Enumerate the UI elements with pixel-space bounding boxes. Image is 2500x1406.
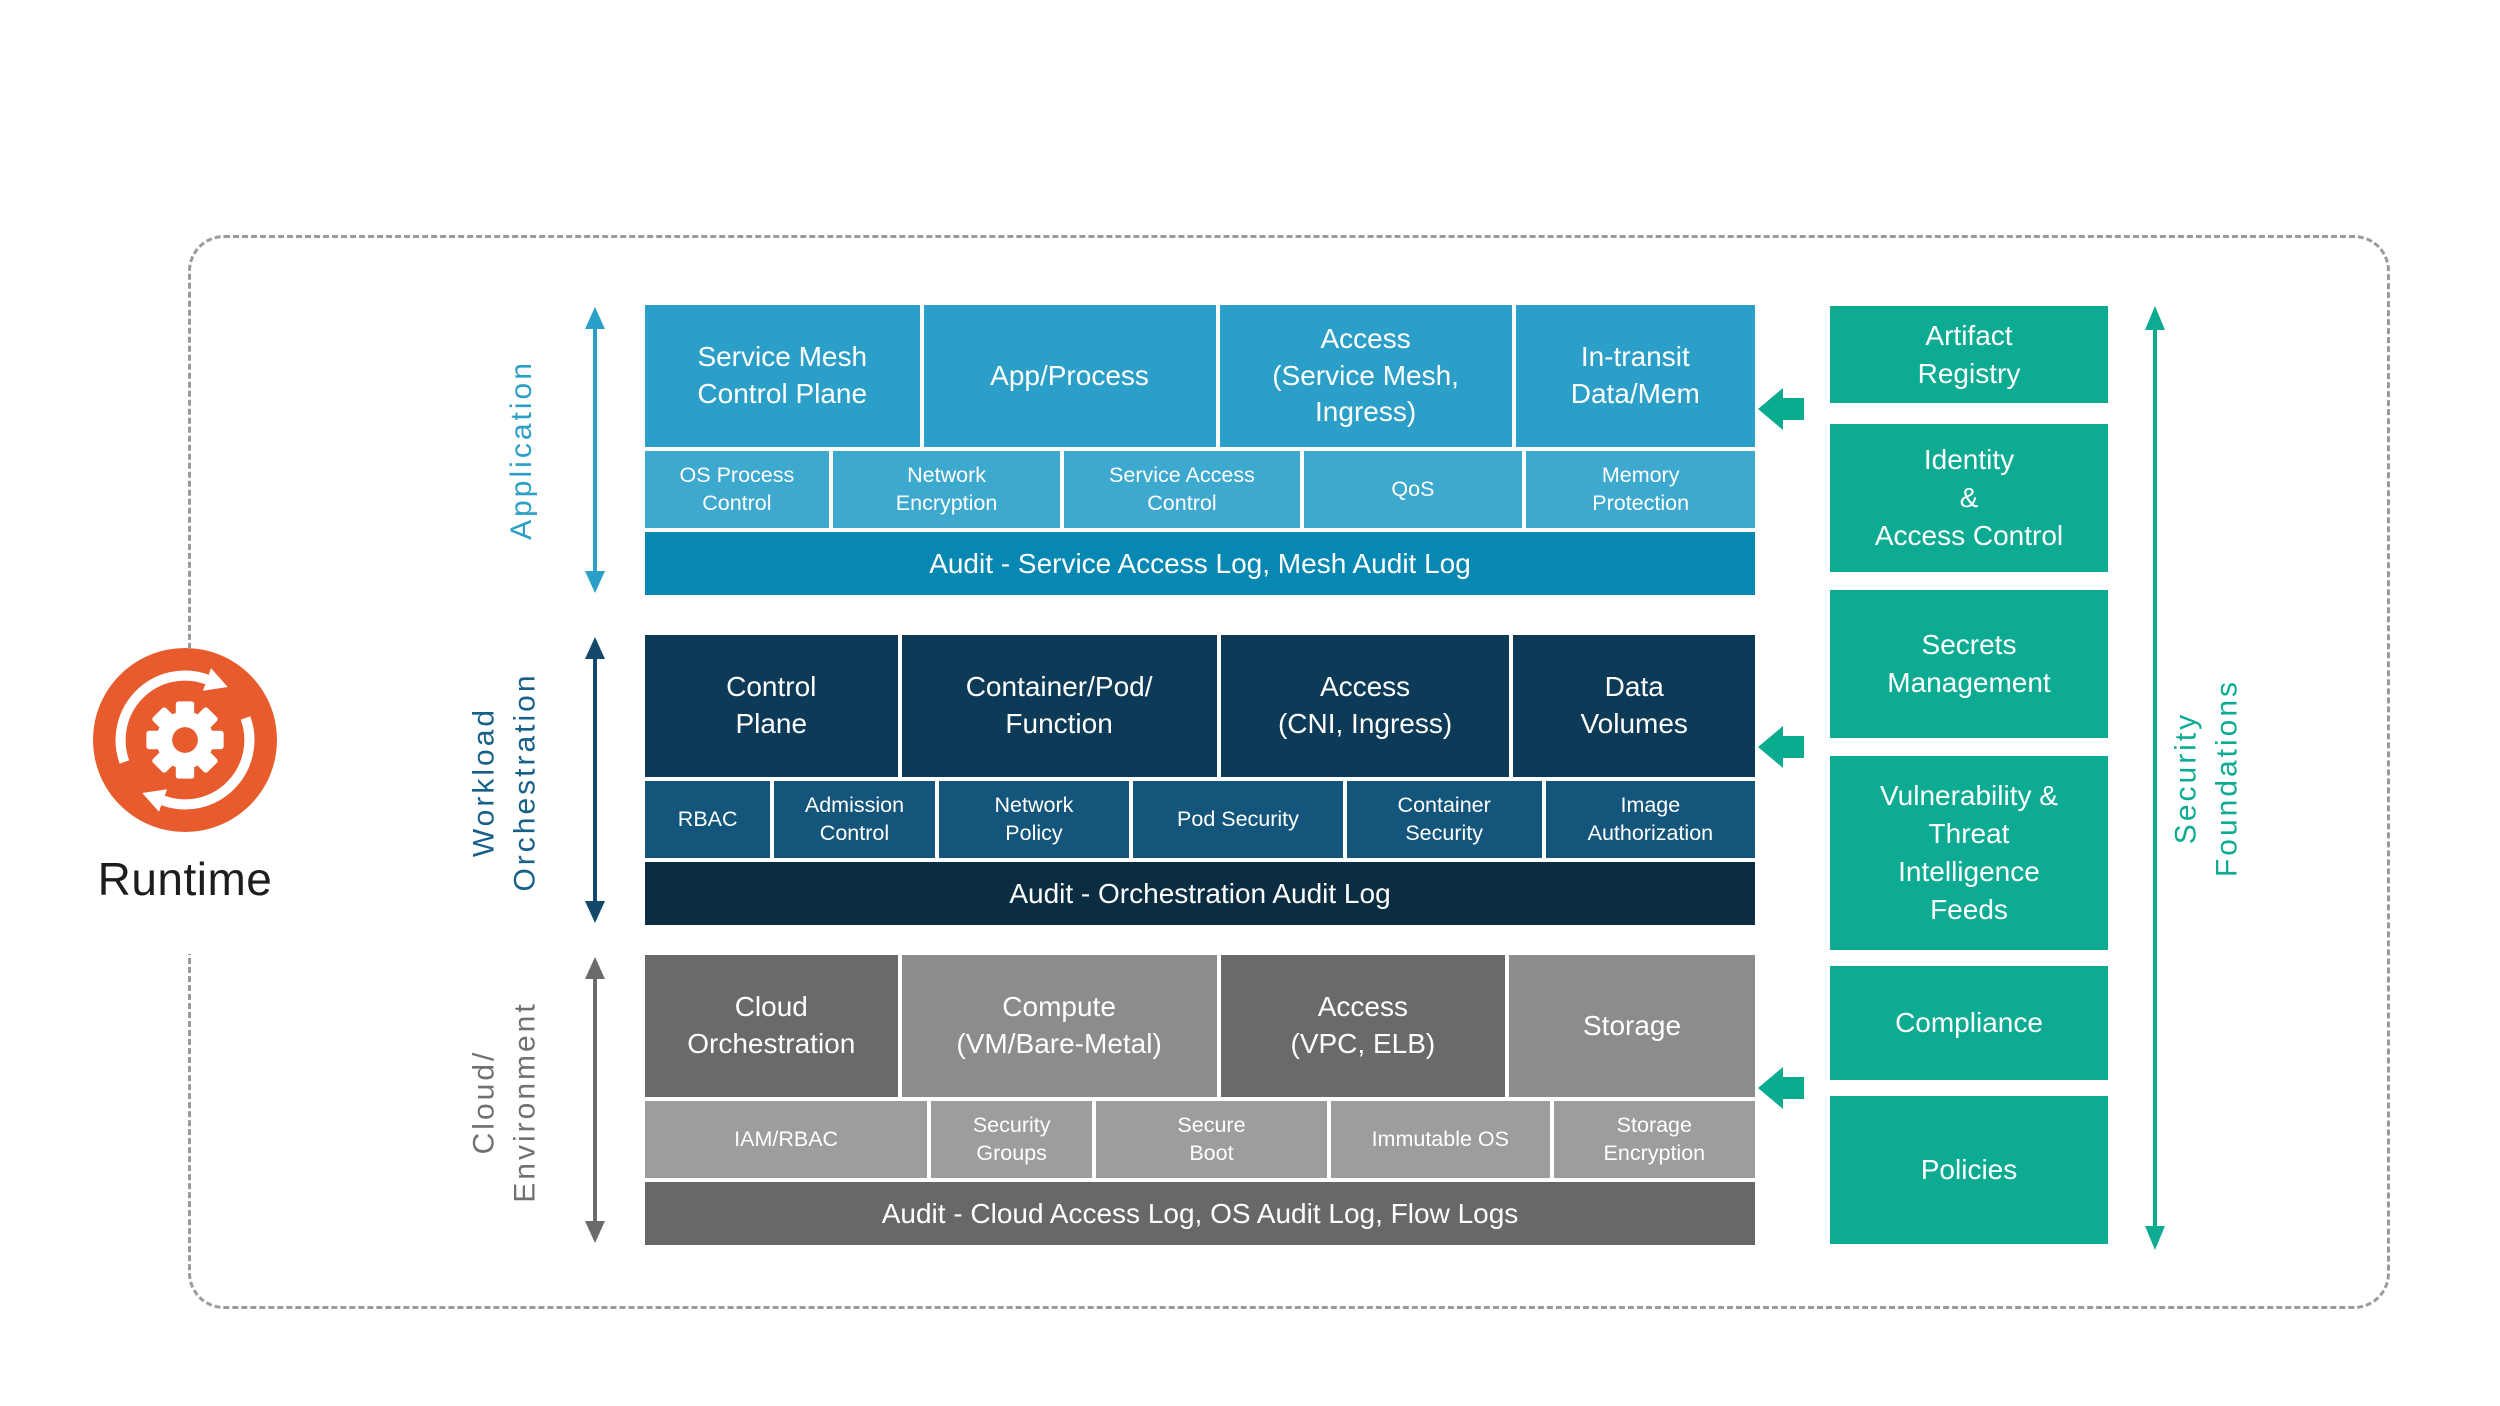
wl-control-rbac: RBAC bbox=[645, 781, 771, 858]
application-range-arrow bbox=[585, 307, 605, 593]
wl-control-container-security: Container Security bbox=[1346, 781, 1542, 858]
cl-box-access: Access (VPC, ELB) bbox=[1220, 955, 1506, 1097]
wl-box-control-plane: Control Plane bbox=[645, 635, 898, 777]
workload-audit-bar: Audit - Orchestration Audit Log bbox=[645, 862, 1755, 925]
app-box-app-process: App/Process bbox=[923, 305, 1216, 447]
cloud-environment-side-label: Cloud/ Environment bbox=[467, 1001, 542, 1203]
cloud-range-arrow bbox=[585, 957, 605, 1243]
foundation-identity-access-control: Identity & Access Control bbox=[1830, 424, 2108, 572]
foundations-to-application-arrow bbox=[1758, 388, 1804, 430]
app-control-qos: QoS bbox=[1303, 451, 1523, 528]
runtime-group: Runtime bbox=[93, 648, 277, 954]
foundation-artifact-registry: Artifact Registry bbox=[1830, 306, 2108, 403]
runtime-label: Runtime bbox=[97, 853, 273, 905]
wl-box-data-volumes: Data Volumes bbox=[1513, 635, 1756, 777]
wl-control-admission-control: Admission Control bbox=[774, 781, 935, 858]
app-box-service-mesh-control-plane: Service Mesh Control Plane bbox=[645, 305, 920, 447]
app-control-service-access-control: Service Access Control bbox=[1064, 451, 1300, 528]
app-control-network-encryption: Network Encryption bbox=[832, 451, 1061, 528]
workload-range-arrow bbox=[585, 637, 605, 923]
app-control-os-process-control: OS Process Control bbox=[645, 451, 829, 528]
app-box-in-transit-data-mem: In-transit Data/Mem bbox=[1515, 305, 1755, 447]
application-side-label: Application bbox=[504, 360, 538, 540]
cl-control-immutable-os: Immutable OS bbox=[1330, 1101, 1550, 1178]
foundation-secrets-management: Secrets Management bbox=[1830, 590, 2108, 738]
cl-control-security-groups: Security Groups bbox=[931, 1101, 1093, 1178]
layer-application: Service Mesh Control Plane App/Process A… bbox=[645, 305, 1755, 595]
foundations-to-workload-arrow bbox=[1758, 726, 1804, 768]
wl-box-access: Access (CNI, Ingress) bbox=[1220, 635, 1510, 777]
cl-control-secure-boot: Secure Boot bbox=[1096, 1101, 1327, 1178]
cloud-audit-bar: Audit - Cloud Access Log, OS Audit Log, … bbox=[645, 1182, 1755, 1245]
foundations-to-cloud-arrow bbox=[1758, 1067, 1804, 1109]
foundation-compliance: Compliance bbox=[1830, 966, 2108, 1080]
foundation-vulnerability-threat-intelligence: Vulnerability & Threat Intelligence Feed… bbox=[1830, 756, 2108, 950]
wl-box-container-pod-function: Container/Pod/ Function bbox=[901, 635, 1217, 777]
wl-control-network-policy: Network Policy bbox=[938, 781, 1130, 858]
app-control-memory-protection: Memory Protection bbox=[1526, 451, 1755, 528]
application-audit-bar: Audit - Service Access Log, Mesh Audit L… bbox=[645, 532, 1755, 595]
layer-cloud-environment: Cloud Orchestration Compute (VM/Bare-Met… bbox=[645, 955, 1755, 1245]
security-foundations-label: Security Foundations bbox=[2169, 678, 2244, 878]
wl-control-pod-security: Pod Security bbox=[1133, 781, 1343, 858]
wl-control-image-authorization: Image Authorization bbox=[1545, 781, 1755, 858]
cl-box-storage: Storage bbox=[1509, 955, 1755, 1097]
security-foundations-range-arrow bbox=[2145, 306, 2165, 1250]
cl-control-iam-rbac: IAM/RBAC bbox=[645, 1101, 928, 1178]
workload-orchestration-side-label: Workload Orchestration bbox=[467, 672, 542, 892]
runtime-sync-gear-icon bbox=[93, 648, 277, 832]
cl-control-storage-encryption: Storage Encryption bbox=[1553, 1101, 1755, 1178]
foundation-policies: Policies bbox=[1830, 1096, 2108, 1244]
layer-workload-orchestration: Control Plane Container/Pod/ Function Ac… bbox=[645, 635, 1756, 925]
app-box-access: Access (Service Mesh, Ingress) bbox=[1219, 305, 1512, 447]
cl-box-compute: Compute (VM/Bare-Metal) bbox=[901, 955, 1217, 1097]
cl-box-cloud-orchestration: Cloud Orchestration bbox=[645, 955, 898, 1097]
